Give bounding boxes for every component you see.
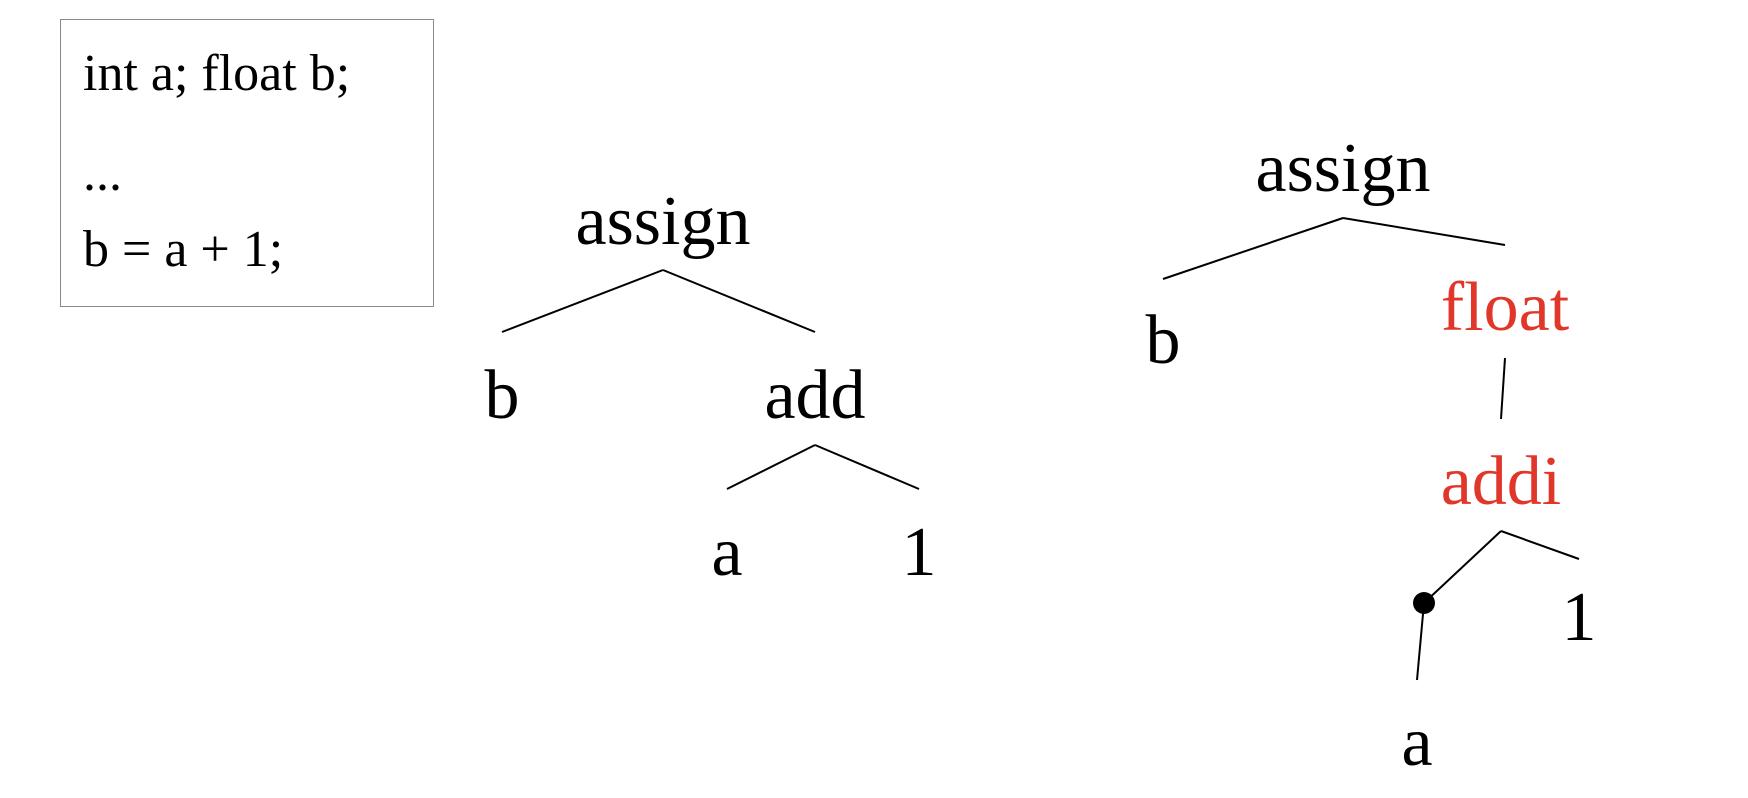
- coercion-point: [1413, 592, 1435, 614]
- source-code-box: int a; float b; ... b = a + 1;: [60, 19, 434, 307]
- edge-addi-1: [1500, 530, 1580, 560]
- node-addi: addi: [1441, 443, 1562, 520]
- edge-assign-add: [662, 269, 816, 333]
- edge-float-addi: [1500, 357, 1506, 420]
- node-a-after: a: [1401, 704, 1432, 781]
- node-b-after: b: [1146, 302, 1181, 379]
- edge-add-1: [814, 444, 920, 490]
- edge-addi-a: [1423, 530, 1502, 604]
- tree-before: assign b add a 1: [485, 183, 937, 591]
- node-a: a: [711, 514, 742, 591]
- code-line-1: int a; float b;: [83, 45, 351, 102]
- node-1: 1: [902, 514, 937, 591]
- node-assign: assign: [576, 183, 751, 260]
- edge-add-a: [726, 444, 816, 490]
- node-1-after: 1: [1562, 579, 1597, 656]
- node-assign-after: assign: [1256, 130, 1431, 207]
- edge-assign-b: [501, 269, 664, 333]
- tree-after: assign b float addi a 1: [1146, 130, 1597, 781]
- node-float: float: [1441, 269, 1570, 346]
- code-line-3: b = a + 1;: [83, 221, 284, 278]
- node-b: b: [485, 357, 520, 434]
- edge-dot-a: [1416, 602, 1425, 681]
- edge-assign-b-after: [1162, 217, 1344, 280]
- code-line-2: ...: [83, 145, 122, 202]
- node-add: add: [764, 357, 865, 434]
- edge-assign-float: [1342, 217, 1506, 246]
